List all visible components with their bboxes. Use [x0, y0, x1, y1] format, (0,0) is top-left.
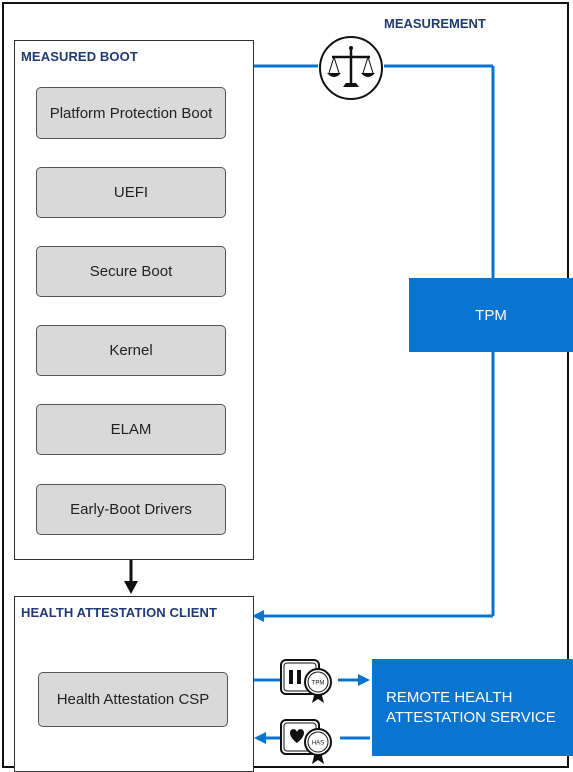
measured-boot-title: MEASURED BOOT [21, 49, 138, 64]
scales-icon [318, 35, 384, 101]
has-seal-text: HAS [312, 741, 324, 747]
measurement-path [252, 64, 495, 622]
boot-step-elam: ELAM [36, 404, 226, 455]
attestation-arrows [254, 674, 370, 744]
boot-step-secure-boot: Secure Boot [36, 246, 226, 297]
tpm-box: TPM [409, 278, 573, 352]
boot-step-uefi: UEFI [36, 167, 226, 218]
has-certificate-icon: HAS [279, 716, 339, 766]
boot-step-platform-protection: Platform Protection Boot [36, 87, 226, 139]
boot-step-kernel: Kernel [36, 325, 226, 376]
remote-service-label: REMOTE HEALTH ATTESTATION SERVICE [386, 688, 556, 726]
tpm-certificate-icon: TPM [279, 656, 339, 704]
tpm-seal-text: TPM [312, 681, 325, 687]
remote-health-attestation-service: REMOTE HEALTH ATTESTATION SERVICE [372, 659, 573, 756]
health-attestation-csp: Health Attestation CSP [38, 672, 228, 727]
health-attestation-client-title: HEALTH ATTESTATION CLIENT [21, 605, 218, 620]
boot-step-early-boot-drivers: Early-Boot Drivers [36, 484, 226, 535]
measurement-label: MEASUREMENT [384, 16, 486, 31]
